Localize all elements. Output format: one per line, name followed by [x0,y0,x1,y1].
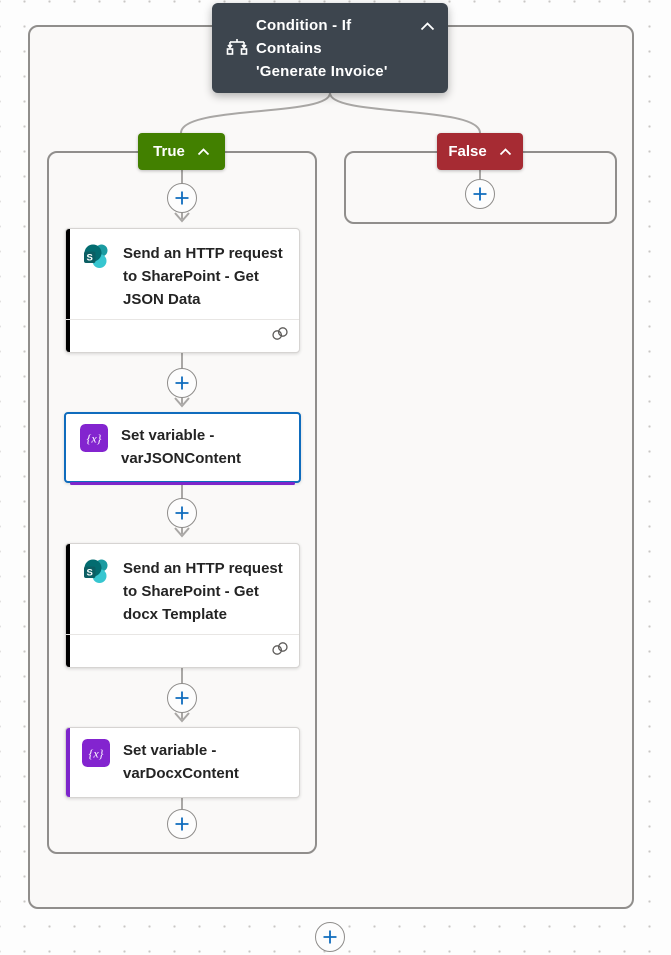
false-branch-badge[interactable]: False [437,133,523,170]
true-branch-label: True [153,143,185,160]
insert-action-button[interactable] [167,809,197,839]
action-title: Send an HTTP request to SharePoint - Get… [123,245,283,308]
chevron-up-icon[interactable] [420,18,435,36]
insert-action-button-after-condition[interactable] [315,922,345,952]
plus-icon [175,376,189,390]
variable-icon: {x} [82,739,110,767]
variable-icon: {x} [80,424,108,452]
insert-action-button[interactable] [167,183,197,213]
card-accent-bar [70,482,295,485]
card-footer [66,319,299,352]
false-branch-label: False [448,143,487,160]
action-card-http-get-json[interactable]: S Send an HTTP request to SharePoint - G… [65,228,300,353]
insert-action-button[interactable] [167,498,197,528]
plus-icon [175,691,189,705]
plus-icon [175,506,189,520]
condition-branch-icon [226,37,256,59]
insert-action-button[interactable] [167,683,197,713]
plus-icon [175,191,189,205]
card-footer [66,634,299,667]
action-title: Set variable - varJSONContent [121,427,242,467]
svg-text:{x}: {x} [87,432,102,446]
action-card-http-get-docx[interactable]: S Send an HTTP request to SharePoint - G… [65,543,300,668]
insert-action-button-false-branch[interactable] [465,179,495,209]
action-title: Set variable - varDocxContent [123,742,239,782]
card-accent-bar [66,229,70,352]
action-card-set-variable-docx[interactable]: {x} Set variable - varDocxContent [65,727,300,798]
connection-icon[interactable] [271,641,289,661]
sharepoint-icon: S [82,242,110,270]
svg-text:S: S [87,253,93,264]
condition-title: Condition - If Contains 'Generate Invoic… [256,16,388,80]
chevron-up-icon[interactable] [197,143,210,160]
true-branch-badge[interactable]: True [138,133,225,170]
sharepoint-icon: S [82,557,110,585]
condition-action-card[interactable]: Condition - If Contains 'Generate Invoic… [212,3,448,93]
svg-text:{x}: {x} [89,747,104,761]
svg-text:S: S [87,568,93,579]
card-accent-bar [66,544,70,667]
action-card-set-variable-json[interactable]: {x} Set variable - varJSONContent [64,412,301,485]
action-title: Send an HTTP request to SharePoint - Get… [123,560,283,623]
plus-icon [175,817,189,831]
card-accent-bar [66,728,70,797]
plus-icon [323,930,337,944]
chevron-up-icon[interactable] [499,143,512,160]
insert-action-button[interactable] [167,368,197,398]
connection-icon[interactable] [271,326,289,346]
plus-icon [473,187,487,201]
